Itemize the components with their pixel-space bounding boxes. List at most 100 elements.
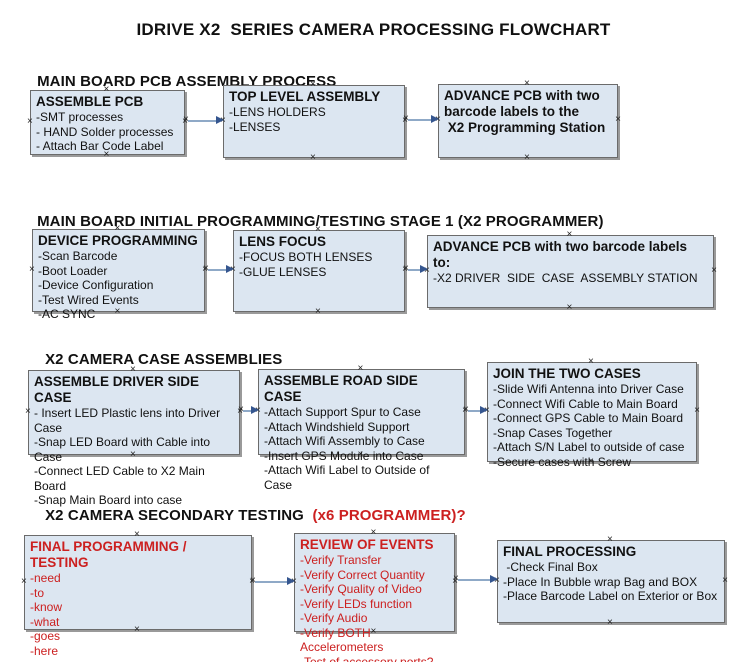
anchor-handle-icon: × [370, 527, 377, 538]
box-item: -LENSES [229, 119, 281, 134]
anchor-handle-icon: × [21, 575, 27, 587]
anchor-handle-icon: × [103, 84, 110, 95]
box-items: -Check Final Box-Place In Bubble wrap Ba… [503, 560, 719, 604]
anchor-handle-icon: × [27, 115, 33, 127]
box-item: -Verify BOTH Accelerometers [300, 625, 384, 655]
anchor-handle-icon: × [249, 575, 255, 587]
anchor-handle-icon: × [588, 456, 594, 467]
box-items: -need-to-know-what-goes-here [30, 571, 246, 658]
box-item: -Device Configuration [38, 278, 154, 292]
anchor-handle-icon: × [103, 149, 110, 160]
anchor-handle-icon: × [463, 404, 469, 415]
anchor-handle-icon: × [524, 78, 530, 89]
box-review-of-events: REVIEW OF EVENTS -Verify Transfer-Verify… [291, 528, 458, 662]
anchor-handle-icon: × [370, 626, 377, 637]
box-final-processing: FINAL PROCESSING -Check Final Box-Place … [494, 535, 728, 628]
anchor-handle-icon: × [615, 114, 621, 125]
box-item: -GLUE LENSES [239, 264, 327, 279]
anchor-handle-icon: × [203, 263, 209, 274]
box-items: -Attach Support Spur to Case-Attach Wind… [264, 405, 459, 492]
anchor-handle-icon: × [711, 264, 717, 276]
anchor-handle-icon: × [357, 449, 364, 460]
anchor-handle-icon: × [310, 152, 316, 163]
box-lens-focus: LENS FOCUS -FOCUS BOTH LENSES-GLUE LENSE… [230, 225, 408, 317]
box-item: -Attach S/N Label to outside of case [493, 440, 685, 454]
arrow-line [208, 269, 227, 271]
anchor-handle-icon: × [130, 449, 136, 460]
anchor-handle-icon: × [250, 575, 256, 586]
box-item: -need [30, 571, 61, 585]
box-title: ASSEMBLE DRIVER SIDE CASE [34, 374, 203, 405]
arrow-head-icon [251, 406, 259, 414]
arrow-line [468, 410, 481, 412]
anchor-handle-icon: × [402, 264, 408, 275]
anchor-handle-icon: × [315, 224, 321, 235]
box-item: -Secure cases with Screw [493, 454, 632, 469]
section-header-secondary-testing: X2 CAMERA SECONDARY TESTING (x6 PROGRAMM… [28, 490, 466, 541]
section-header-text: MAIN BOARD INITIAL PROGRAMMING/TESTING S… [37, 213, 604, 230]
anchor-handle-icon: × [566, 229, 573, 240]
box-title: JOIN THE TWO CASES [493, 366, 641, 381]
box-item: -Attach Support Spur to Case [264, 405, 421, 419]
box-item: -Connect LED Cable to X2 Main Board [34, 464, 209, 493]
anchor-handle-icon: × [29, 263, 35, 275]
anchor-handle-icon: × [403, 263, 409, 274]
box-title: ADVANCE PCB with two barcode labels to: [433, 239, 691, 270]
box-title: DEVICE PROGRAMMING [38, 233, 198, 248]
box-items: -FOCUS BOTH LENSES-GLUE LENSES [239, 250, 399, 279]
box-item: -Connect Wifi Cable to Main Board [493, 396, 678, 411]
box-items: -SMT processes- HAND Solder processes- A… [36, 110, 179, 154]
box-item: -Slide Wifi Antenna into Driver Case [493, 382, 684, 396]
box-item: -Snap Main Board into case [34, 493, 183, 507]
anchor-handle-icon: × [182, 115, 188, 127]
arrow-line [408, 119, 432, 121]
anchor-handle-icon: × [237, 405, 243, 417]
box-items: - Insert LED Plastic lens into Driver Ca… [34, 406, 234, 508]
anchor-handle-icon: × [452, 575, 458, 587]
box-item: -goes [30, 629, 61, 643]
box-item: -to [30, 585, 45, 600]
box-assemble-road-side-case: ASSEMBLE ROAD SIDE CASE -Attach Support … [255, 364, 468, 492]
anchor-handle-icon: × [694, 405, 700, 416]
box-title: ASSEMBLE ROAD SIDE CASE [264, 373, 422, 404]
arrow-line [188, 120, 217, 122]
box-item: -know [30, 600, 63, 614]
box-advance-pcb-programming: ADVANCE PCB with two barcode labels to t… [435, 79, 621, 163]
box-item: -Verify LEDs function [300, 596, 413, 611]
box-final-programming-testing: FINAL PROGRAMMING / TESTING -need-to-kno… [21, 530, 255, 658]
box-item: -X2 DRIVER SIDE CASE ASSEMBLY STATION [433, 271, 698, 285]
box-advance-pcb-driver-station: ADVANCE PCB with two barcode labels to: … [424, 230, 717, 313]
box-item: -Snap Cases Together [493, 425, 613, 440]
box-item: -Verify Audio [300, 611, 368, 625]
arrow-head-icon [216, 116, 224, 124]
box-item: -Attach Wifi Assembly to Case [264, 434, 425, 448]
page-title: IDRIVE X2 SERIES CAMERA PROCESSING FLOWC… [136, 20, 611, 39]
anchor-handle-icon: × [453, 573, 459, 584]
section-header-text: X2 CAMERA SECONDARY TESTING [45, 507, 313, 524]
box-assemble-pcb: ASSEMBLE PCB -SMT processes- HAND Solder… [27, 85, 188, 160]
anchor-handle-icon: × [134, 624, 140, 635]
box-item: -Place In Bubble wrap Bag and BOX [503, 574, 698, 589]
box-item: -Attach Windshield Support [264, 419, 410, 434]
box-assemble-driver-side-case: ASSEMBLE DRIVER SIDE CASE - Insert LED P… [25, 365, 243, 508]
box-item: -Test Wired Events [38, 292, 139, 307]
box-item: -AC SYNC [38, 307, 96, 321]
box-item: -Test of accessory ports? [300, 654, 434, 662]
arrow-line [458, 579, 491, 581]
anchor-handle-icon: × [310, 79, 316, 90]
section-header-initial-programming: MAIN BOARD INITIAL PROGRAMMING/TESTING S… [20, 196, 604, 247]
box-item: -Boot Loader [38, 263, 108, 278]
anchor-handle-icon: × [114, 306, 121, 317]
arrow-head-icon [490, 575, 498, 583]
anchor-handle-icon: × [134, 529, 140, 540]
box-item: -SMT processes [36, 110, 124, 124]
anchor-handle-icon: × [524, 152, 530, 163]
box-items: -Slide Wifi Antenna into Driver Case-Con… [493, 382, 691, 469]
anchor-handle-icon: × [722, 574, 728, 586]
anchor-handle-icon: × [607, 534, 613, 545]
section-header-text: X2 CAMERA CASE ASSEMBLIES [45, 351, 283, 368]
anchor-handle-icon: × [402, 114, 408, 126]
box-title: LENS FOCUS [239, 234, 327, 249]
box-items: -Scan Barcode-Boot Loader-Device Configu… [38, 249, 199, 322]
box-title: FINAL PROCESSING [503, 544, 637, 559]
